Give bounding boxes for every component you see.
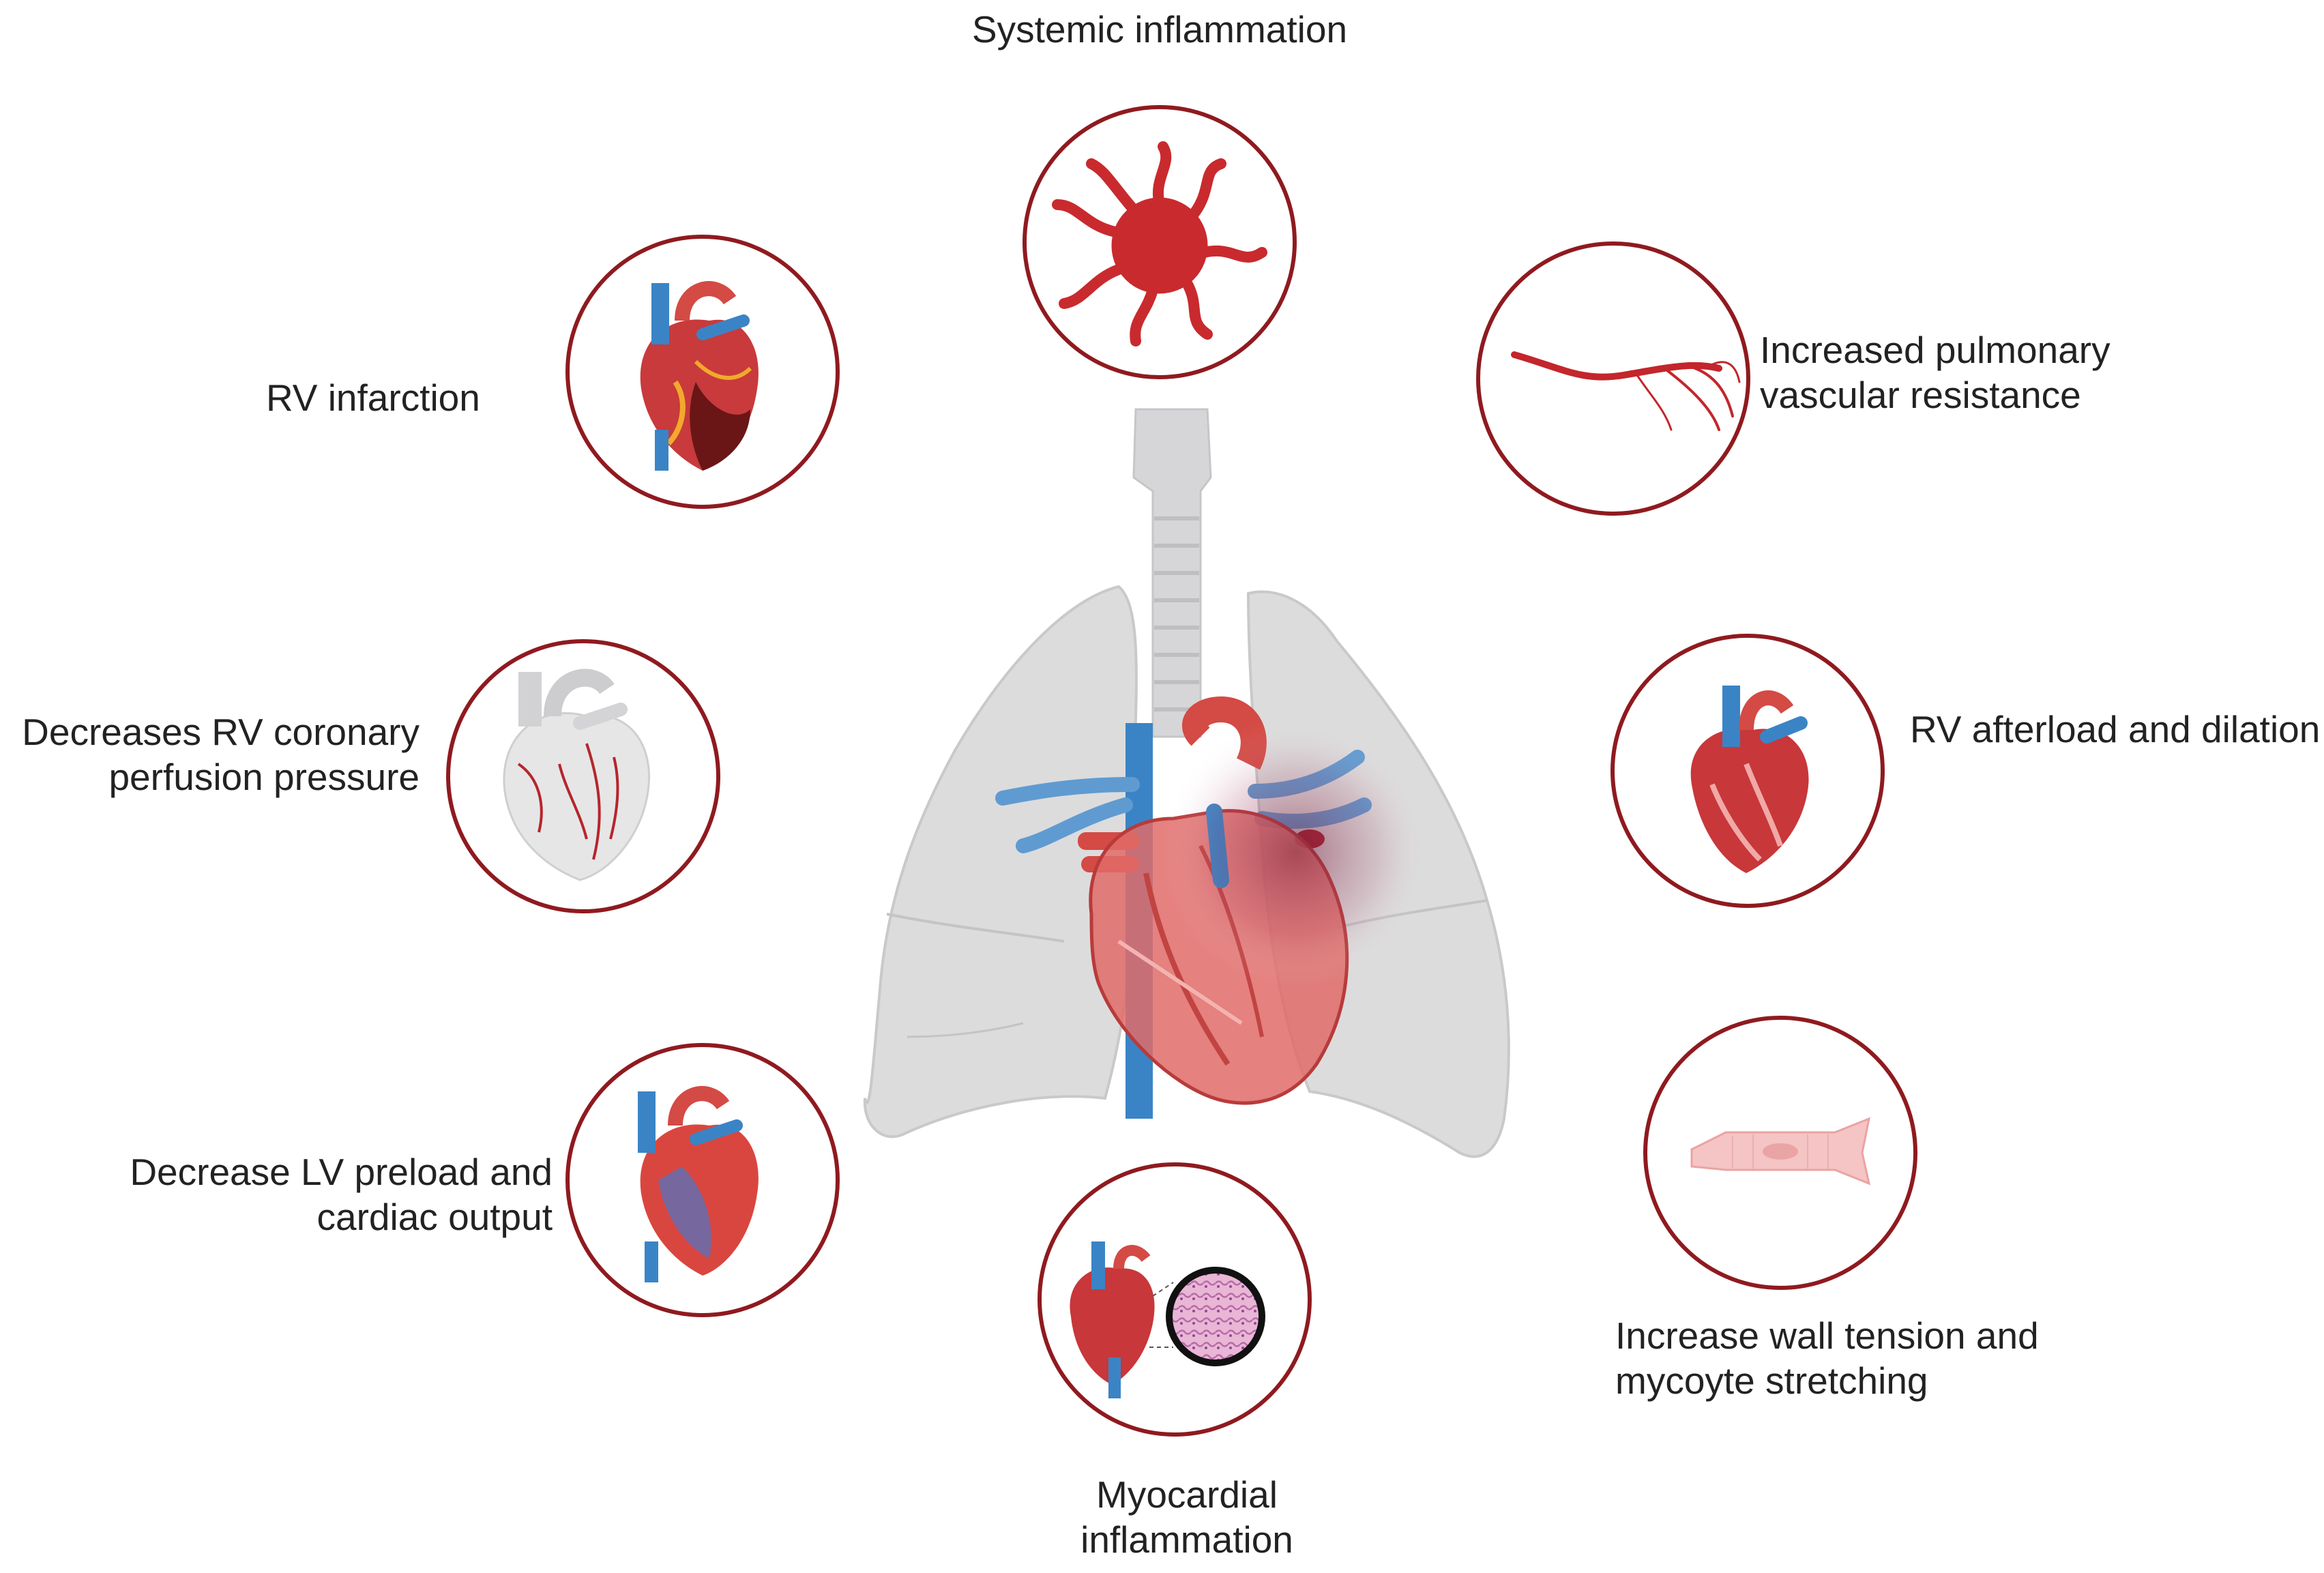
dilated-heart-icon xyxy=(1690,686,1809,873)
infarcted-heart-icon xyxy=(640,281,759,471)
label-line: RV infarction xyxy=(266,377,480,419)
label-line: perfusion pressure xyxy=(108,756,420,798)
label-line: mycoyte stretching xyxy=(1615,1359,1928,1402)
label-coronary-perfusion: Decreases RV coronary perfusion pressure xyxy=(0,709,420,799)
label-line: cardiac output xyxy=(317,1196,553,1238)
label-line: inflammation xyxy=(1080,1518,1293,1561)
label-lv-preload: Decrease LV preload and cardiac output xyxy=(75,1149,553,1239)
coronary-heart-icon xyxy=(503,668,650,881)
heart-histology-icon xyxy=(1070,1241,1265,1398)
label-systemic-inflammation: Systemic inflammation xyxy=(887,7,1432,52)
label-wall-tension: Increase wall tension and mycoyte stretc… xyxy=(1615,1313,2093,1403)
immune-cell-icon xyxy=(1052,141,1267,347)
myocyte-icon xyxy=(1690,1117,1871,1186)
label-increased-pvr: Increased pulmonary vascular resistance xyxy=(1760,327,2142,417)
label-line: RV afterload and dilation xyxy=(1910,708,2321,750)
label-line: Increased pulmonary xyxy=(1760,329,2110,371)
label-line: Systemic inflammation xyxy=(971,8,1348,50)
label-line: Decrease LV preload and xyxy=(130,1151,553,1193)
heart-section-icon xyxy=(638,1086,759,1282)
trachea-icon xyxy=(1132,408,1212,738)
label-line: Myocardial xyxy=(1096,1473,1278,1516)
label-rv-afterload: RV afterload and dilation xyxy=(1910,707,2321,752)
label-rv-infarction: RV infarction xyxy=(266,375,539,420)
pulmonary-vessel-icon xyxy=(1511,351,1741,431)
central-anatomy xyxy=(863,408,1510,1158)
label-line: Decreases RV coronary xyxy=(22,711,420,753)
label-line: Increase wall tension and xyxy=(1615,1314,2039,1357)
label-myocardial-inflammation: Myocardial inflammation xyxy=(1010,1472,1364,1562)
label-line: vascular resistance xyxy=(1760,374,2081,416)
